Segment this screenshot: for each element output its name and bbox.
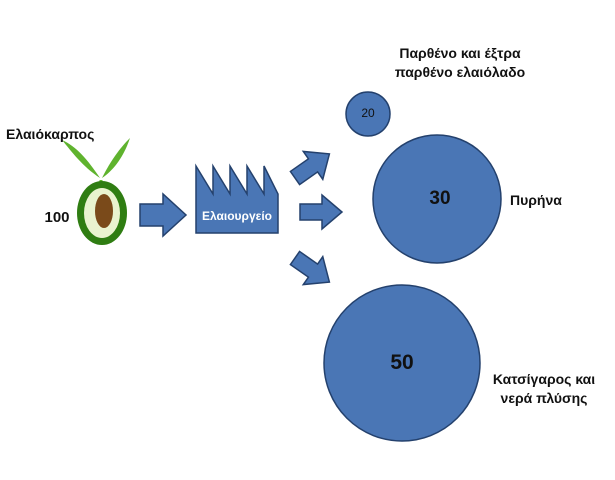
olive-seed-icon bbox=[95, 194, 113, 228]
arrow-to-oil-icon bbox=[289, 150, 331, 186]
pits-label: Πυρήνα bbox=[510, 192, 562, 208]
mill-label: Ελαιουργείο bbox=[201, 209, 272, 223]
circle-waste bbox=[323, 284, 481, 442]
oil-label: Παρθένο και έξτρα παρθένο ελαιόλαδο bbox=[380, 44, 540, 82]
input-value: 100 bbox=[44, 209, 70, 226]
waste-label-line2: νερά πλύσης bbox=[500, 390, 588, 406]
waste-label-line1: Κατσίγαρος και bbox=[492, 371, 596, 387]
olive-seedling-icon bbox=[62, 138, 130, 245]
oil-label-line1: Παρθένο και έξτρα bbox=[399, 45, 521, 61]
pits-value: 30 bbox=[429, 188, 451, 209]
waste-value: 50 bbox=[390, 351, 414, 374]
waste-label: Κατσίγαρος και νερά πλύσης bbox=[484, 370, 604, 408]
leaf-left-icon bbox=[62, 140, 100, 178]
output-arrows bbox=[289, 150, 344, 286]
factory-icon bbox=[195, 163, 279, 234]
oil-label-line2: παρθένο ελαιόλαδο bbox=[394, 64, 526, 80]
arrow-to-mill-icon bbox=[139, 192, 188, 238]
leaf-right-icon bbox=[102, 138, 130, 178]
input-label: Ελαιόκαρπος bbox=[6, 126, 95, 142]
arrow-to-pits-icon bbox=[299, 193, 344, 231]
oil-value: 20 bbox=[361, 106, 375, 120]
circle-oil bbox=[345, 91, 391, 137]
circle-pits bbox=[372, 134, 502, 264]
arrow-to-waste-icon bbox=[289, 250, 331, 286]
